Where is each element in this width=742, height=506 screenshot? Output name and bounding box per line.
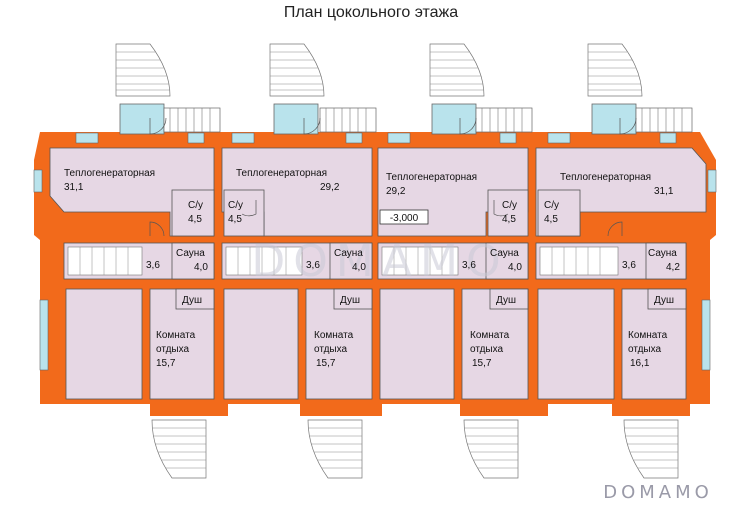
- storage-3: [379, 288, 455, 400]
- boiler-label-2: Теплогенераторная: [236, 168, 327, 179]
- sauna-label-2: Сауна: [334, 248, 363, 259]
- sauna-1: [171, 242, 215, 280]
- sauna-2: [329, 242, 373, 280]
- shower-label-3: Душ: [496, 295, 516, 306]
- sauna-label-1: Сауна: [176, 248, 205, 259]
- sauna-area-4: 4,2: [666, 262, 680, 273]
- boiler-area-4: 31,1: [654, 186, 674, 197]
- sauna-label-3: Сауна: [490, 248, 519, 259]
- rest-area-4: 16,1: [630, 358, 650, 369]
- level-mark: -3,000: [390, 213, 419, 224]
- unit-1-labels: Теплогенераторная 31,1 С/у 4,5 3,6 Сауна…: [64, 168, 208, 369]
- boiler-area-3: 29,2: [386, 186, 406, 197]
- unit-2-labels: Теплогенераторная 29,2 С/у 4,5 3,6 Сауна…: [228, 168, 366, 369]
- rest-label-a-1: Комната: [156, 330, 196, 341]
- storage-4: [537, 288, 615, 400]
- shower-2: [333, 288, 373, 310]
- shower-3: [489, 288, 529, 310]
- top-stair-fans: [115, 43, 643, 97]
- interior-stair-treads: [79, 247, 601, 275]
- rest-label-b-1: отдыха: [156, 344, 190, 355]
- sauna-area-2: 4,0: [352, 262, 366, 273]
- unit-4-labels: Теплогенераторная 31,1 С/у 4,5 3,6 Сауна…: [544, 172, 680, 369]
- rest-area-3: 15,7: [472, 358, 492, 369]
- shower-label-2: Душ: [340, 295, 360, 306]
- porch-step-lines: [169, 108, 683, 132]
- storage-2: [223, 288, 299, 400]
- storage-1: [65, 288, 143, 400]
- hall-area-4: 3,6: [622, 260, 636, 271]
- interior-stairs: [67, 246, 619, 276]
- rest-label-a-2: Комната: [314, 330, 354, 341]
- bath-area-4: 4,5: [544, 214, 558, 225]
- wet-rooms: [171, 189, 687, 310]
- bottom-stair-fans: [151, 419, 679, 479]
- sauna-area-1: 4,0: [194, 262, 208, 273]
- shower-1: [175, 288, 215, 310]
- watermark-corner: DOMAMO: [603, 482, 713, 503]
- boiler-label-3: Теплогенераторная: [386, 172, 477, 183]
- plan-title: План цокольного этажа: [283, 4, 459, 21]
- bath-label-2: С/у: [228, 200, 243, 211]
- hall-area-1: 3,6: [146, 260, 160, 271]
- rest-label-b-2: отдыха: [314, 344, 348, 355]
- bathroom-1: [171, 189, 215, 237]
- shower-label-4: Душ: [654, 295, 674, 306]
- sauna-4: [645, 242, 687, 280]
- bathroom-3: [487, 189, 529, 237]
- bathroom-4: [537, 189, 581, 237]
- windows: [33, 132, 717, 371]
- entrance-porches: [119, 103, 637, 135]
- shower-label-1: Душ: [182, 295, 202, 306]
- level-mark-box: [379, 209, 429, 225]
- sauna-3: [485, 242, 529, 280]
- rest-area-2: 15,7: [316, 358, 336, 369]
- watermark-center: DOMAMO: [251, 236, 508, 287]
- rest-area-1: 15,7: [156, 358, 176, 369]
- rest-label-a-3: Комната: [470, 330, 510, 341]
- boiler-area-1: 31,1: [64, 182, 84, 193]
- boiler-label-1: Теплогенераторная: [64, 168, 155, 179]
- porch-steps: [163, 107, 693, 133]
- boiler-area-2: 29,2: [320, 182, 340, 193]
- bath-area-3: 4,5: [502, 214, 516, 225]
- sauna-label-4: Сауна: [648, 248, 677, 259]
- hall-area-3: 3,6: [462, 260, 476, 271]
- bathroom-2: [223, 189, 265, 237]
- bath-label-3: С/у: [502, 200, 517, 211]
- rest-label-b-3: отдыха: [470, 344, 504, 355]
- door-swings: [149, 117, 637, 237]
- rest-label-b-4: отдыха: [628, 344, 662, 355]
- bath-label-1: С/у: [188, 200, 203, 211]
- bath-area-2: 4,5: [228, 214, 242, 225]
- bath-area-1: 4,5: [188, 214, 202, 225]
- top-stair-treads: [116, 51, 642, 91]
- boiler-label-4: Теплогенераторная: [560, 172, 651, 183]
- rest-label-a-4: Комната: [628, 330, 668, 341]
- unit-3-labels: Теплогенераторная 29,2 С/у 4,5 3,6 Сауна…: [386, 172, 522, 369]
- hall-area-2: 3,6: [306, 260, 320, 271]
- bottom-stair-treads: [152, 427, 678, 469]
- sauna-area-3: 4,0: [508, 262, 522, 273]
- bath-label-4: С/у: [544, 200, 559, 211]
- shower-4: [647, 288, 687, 310]
